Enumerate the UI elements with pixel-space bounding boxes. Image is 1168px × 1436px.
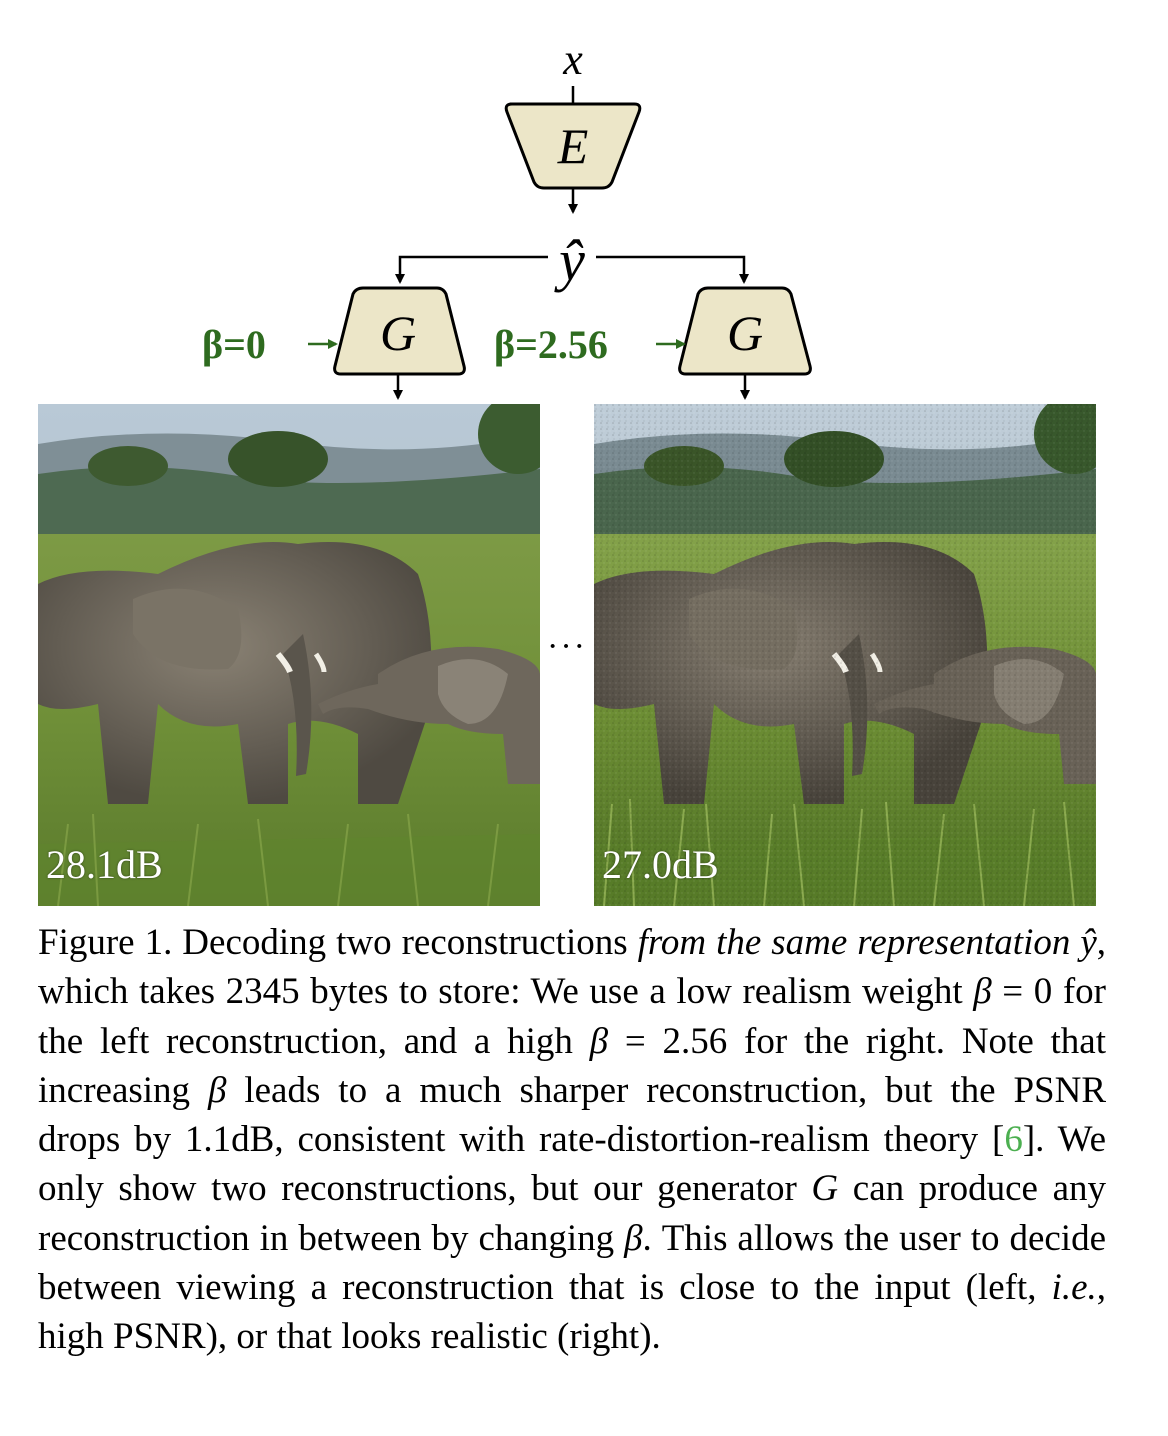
- reconstruction-right-image: 27.0dB: [594, 404, 1096, 906]
- caption-text: , high PSNR), or that looks realistic (r…: [38, 1267, 1106, 1358]
- beta-right-label: β=2.56: [494, 322, 608, 367]
- ellipsis: ···: [547, 628, 587, 665]
- caption-text: can produce any reconstruction in betwee…: [38, 1168, 1106, 1259]
- psnr-right-label: 27.0dB: [602, 842, 719, 887]
- caption-text: leads to a much sharper reconstruction, …: [38, 1069, 1107, 1161]
- caption-text: = 0 for the left reconstruction, and a h…: [38, 971, 1107, 1062]
- generator-right-block: [678, 286, 812, 376]
- branch-left-line: [395, 255, 548, 284]
- architecture-diagram: x E ŷ G G β=0 β=2.56: [202, 35, 812, 400]
- caption-beta: β: [973, 971, 992, 1013]
- citation-link[interactable]: 6: [1004, 1119, 1023, 1161]
- caption-beta: β: [589, 1020, 609, 1062]
- caption-text: . This allows the user to decide between…: [38, 1217, 1106, 1309]
- generator-left-block: [333, 286, 466, 376]
- caption-beta: β: [207, 1069, 227, 1111]
- caption-text: ]. We only show two reconstructions, but…: [38, 1119, 1106, 1210]
- encoder-label: E: [557, 118, 589, 174]
- figure-label: Figure 1.: [38, 922, 173, 963]
- latent-y-label: ŷ: [554, 228, 585, 293]
- input-x-label: x: [562, 35, 583, 84]
- caption-text: Decoding two reconstructions: [172, 922, 638, 963]
- caption-beta: β: [624, 1217, 643, 1259]
- reconstruction-left-image: 28.1dB: [38, 404, 540, 906]
- psnr-left-label: 28.1dB: [46, 842, 163, 887]
- caption-text: , which takes 2345 bytes to store: We us…: [38, 922, 1106, 1013]
- branch-right-line: [596, 255, 749, 284]
- generator-right-label: G: [727, 305, 763, 361]
- caption-generator: G: [811, 1168, 839, 1210]
- figure-caption: Figure 1. Decoding two reconstructions f…: [38, 918, 1106, 1362]
- beta-left-label: β=0: [202, 322, 266, 367]
- caption-text: = 2.56 for the right. Note that increasi…: [38, 1020, 1107, 1111]
- generator-left-label: G: [380, 305, 416, 361]
- caption-ie: i.e.: [1051, 1267, 1097, 1309]
- caption-italic-phrase: from the same representation ŷ: [637, 922, 1097, 963]
